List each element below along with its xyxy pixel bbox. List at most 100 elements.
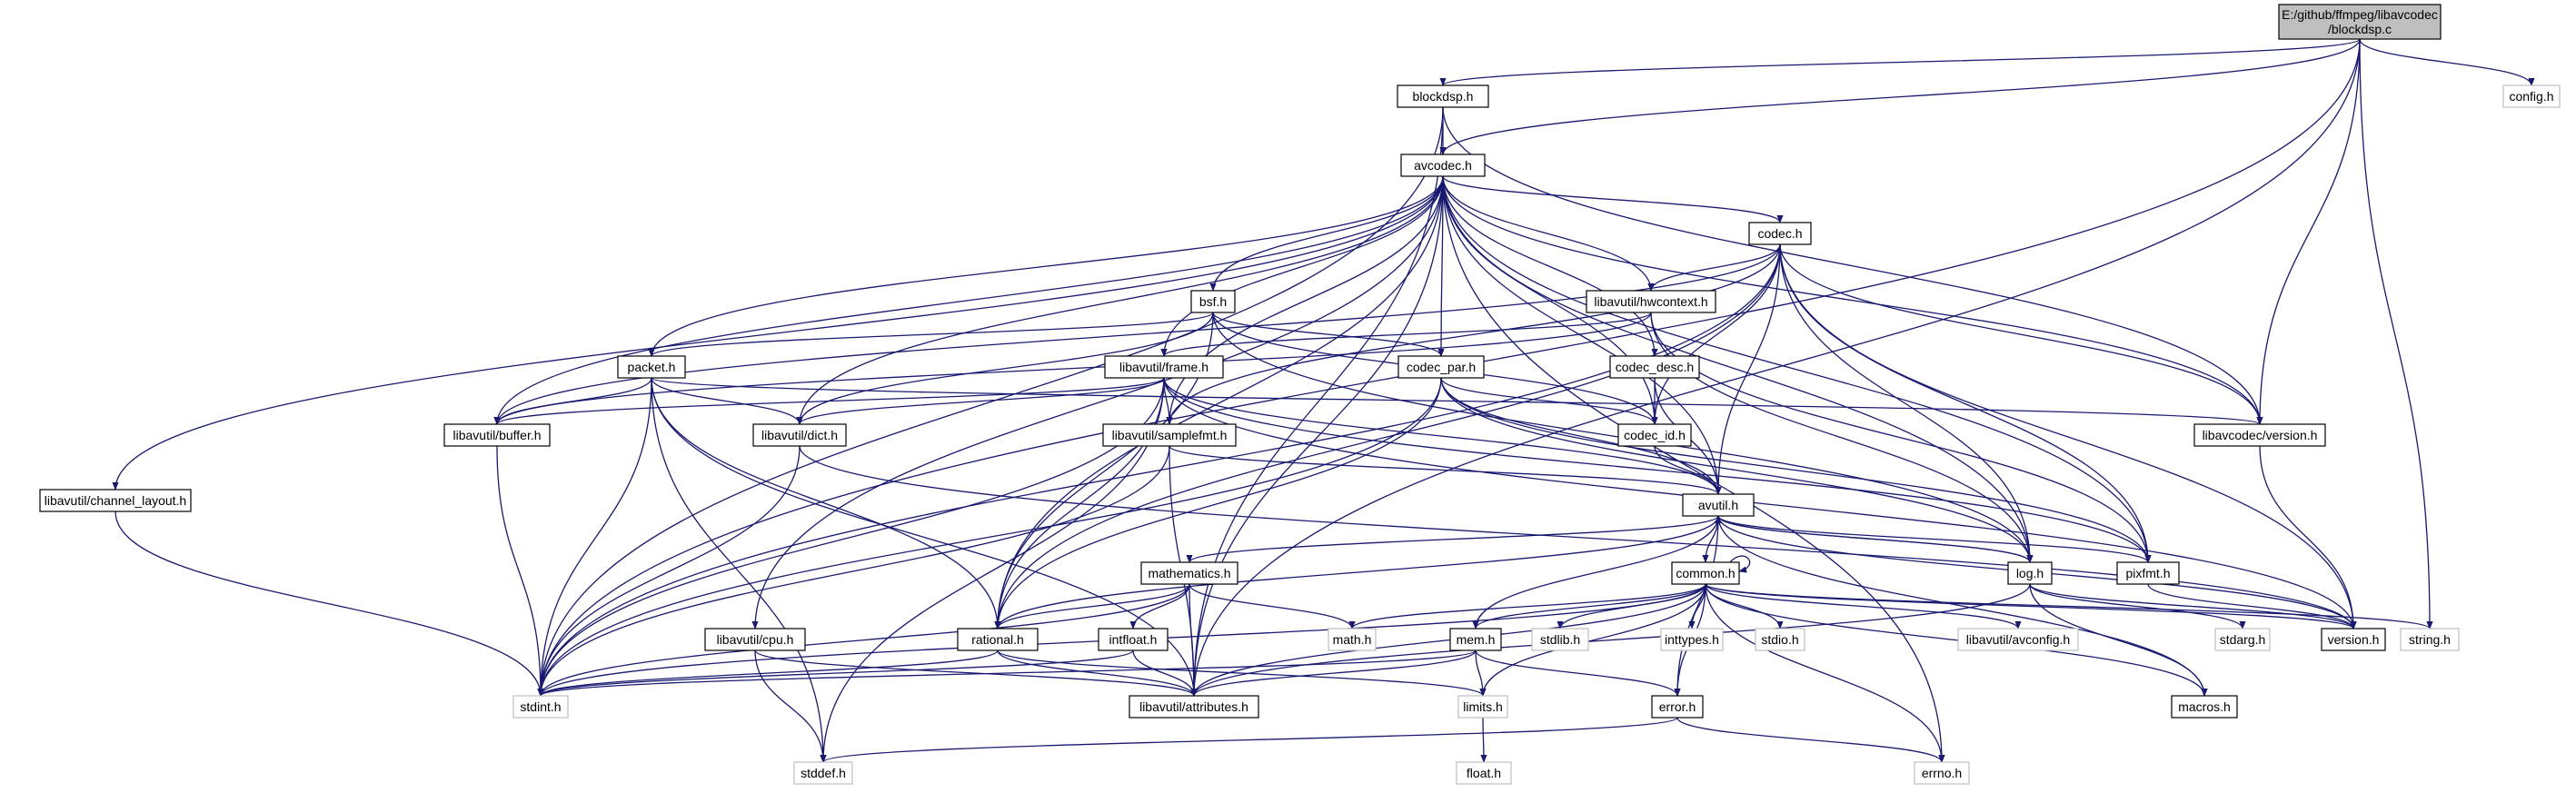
node-math-label: math.h bbox=[1333, 632, 1372, 647]
node-attributes[interactable]: libavutil/attributes.h bbox=[1129, 695, 1259, 719]
edge-intfloat-to-attributes bbox=[1132, 649, 1198, 697]
edge-pixfmt-to-version bbox=[2147, 583, 2357, 629]
edge-avcodec-to-avutil bbox=[1442, 175, 1722, 495]
edge-mem-to-attributes bbox=[1190, 649, 1477, 697]
node-avconfig-box bbox=[1957, 628, 2079, 651]
node-samplefmt[interactable]: libavutil/samplefmt.h bbox=[1102, 423, 1237, 447]
edge-log-to-version bbox=[2029, 583, 2357, 629]
node-codec_desc[interactable]: codec_desc.h bbox=[1609, 355, 1700, 379]
node-lcversion[interactable]: libavcodec/version.h bbox=[2193, 423, 2326, 447]
edge-root-to-avcodec bbox=[1439, 38, 2361, 155]
node-pixfmt-label: pixfmt.h bbox=[2125, 566, 2170, 580]
node-codec_id[interactable]: codec_id.h bbox=[1617, 423, 1692, 447]
edge-packet-to-stddef bbox=[651, 377, 827, 763]
node-hwcontext[interactable]: libavutil/hwcontext.h bbox=[1586, 290, 1716, 313]
edge-codec_id-to-avutil bbox=[1654, 445, 1722, 495]
node-stdlib: stdlib.h bbox=[1531, 628, 1589, 651]
node-frame[interactable]: libavutil/frame.h bbox=[1104, 355, 1224, 379]
edge-packet-to-lcversion bbox=[651, 377, 2263, 425]
node-intfloat[interactable]: intfloat.h bbox=[1098, 628, 1169, 651]
edge-common-to-limits bbox=[1479, 583, 1706, 697]
node-rational-label: rational.h bbox=[971, 632, 1024, 647]
node-dict[interactable]: libavutil/dict.h bbox=[752, 423, 847, 447]
node-macros[interactable]: macros.h bbox=[2171, 695, 2238, 719]
node-blockdsp[interactable]: blockdsp.h bbox=[1397, 84, 1489, 108]
edge-avcodec-to-frame bbox=[1160, 175, 1444, 357]
node-avconfig: libavutil/avconfig.h bbox=[1957, 628, 2079, 651]
node-stdio: stdio.h bbox=[1755, 628, 1805, 651]
node-buffer-box bbox=[443, 423, 551, 447]
node-inttypes: inttypes.h bbox=[1660, 628, 1724, 651]
edge-blockdsp-to-stdint bbox=[537, 106, 1444, 697]
node-avutil[interactable]: avutil.h bbox=[1682, 493, 1755, 517]
edge-packet-to-dict bbox=[651, 377, 803, 425]
edge-mathematics-to-stdint bbox=[537, 583, 1190, 697]
node-channel_layout-label: libavutil/channel_layout.h bbox=[45, 493, 186, 508]
node-root-box bbox=[2278, 4, 2442, 40]
node-mathematics-box bbox=[1140, 561, 1238, 585]
node-stdlib-label: stdlib.h bbox=[1540, 632, 1580, 647]
node-cpu-label: libavutil/cpu.h bbox=[717, 632, 794, 647]
node-bsf[interactable]: bsf.h bbox=[1190, 290, 1236, 313]
node-common[interactable]: common.h bbox=[1671, 561, 1740, 585]
edge-avcodec-to-dict bbox=[796, 175, 1444, 425]
node-mathematics-label: mathematics.h bbox=[1148, 566, 1230, 580]
node-codec_id-label: codec_id.h bbox=[1624, 428, 1686, 442]
edge-samplefmt-to-stdint bbox=[537, 445, 1170, 697]
node-attributes-box bbox=[1129, 695, 1259, 719]
node-cpu[interactable]: libavutil/cpu.h bbox=[704, 628, 806, 651]
node-log-label: log.h bbox=[2016, 566, 2044, 580]
node-lcversion-box bbox=[2193, 423, 2326, 447]
node-stdarg: stdarg.h bbox=[2214, 628, 2271, 651]
node-error[interactable]: error.h bbox=[1651, 695, 1704, 719]
edge-common-to-macros bbox=[1705, 583, 2208, 697]
edge-avcodec-to-log bbox=[1442, 175, 2034, 563]
edge-codec_par-to-stdint bbox=[537, 377, 1442, 697]
node-stdint-box bbox=[512, 695, 569, 719]
edge-error-to-errno bbox=[1676, 717, 1945, 763]
node-buffer-label: libavutil/buffer.h bbox=[453, 428, 541, 442]
node-avutil-box bbox=[1682, 493, 1755, 517]
edge-buffer-to-stdint bbox=[496, 445, 544, 697]
node-errno-box bbox=[1914, 761, 1970, 785]
edge-root-to-attributes bbox=[1190, 38, 2361, 697]
node-mem[interactable]: mem.h bbox=[1449, 628, 1502, 651]
node-channel_layout[interactable]: libavutil/channel_layout.h bbox=[39, 489, 192, 512]
node-errno: errno.h bbox=[1914, 761, 1970, 785]
node-pixfmt[interactable]: pixfmt.h bbox=[2116, 561, 2180, 585]
node-config: config.h bbox=[2502, 84, 2561, 108]
node-log[interactable]: log.h bbox=[2007, 561, 2053, 585]
edge-blockdsp-to-lcversion bbox=[1442, 106, 2263, 425]
edge-root-to-blockdsp bbox=[1439, 38, 2361, 86]
edge-codec-to-lcversion bbox=[1779, 243, 2263, 425]
edge-log-to-stdarg bbox=[2029, 583, 2246, 629]
edge-codec_par-to-log bbox=[1440, 377, 2034, 563]
node-version-box bbox=[2321, 628, 2386, 651]
node-mathematics[interactable]: mathematics.h bbox=[1140, 561, 1238, 585]
node-stddef-label: stddef.h bbox=[801, 766, 846, 780]
node-buffer[interactable]: libavutil/buffer.h bbox=[443, 423, 551, 447]
edge-bsf-to-packet bbox=[648, 312, 1214, 357]
node-packet[interactable]: packet.h bbox=[617, 355, 686, 379]
edge-mathematics-to-math bbox=[1189, 583, 1356, 629]
node-avcodec[interactable]: avcodec.h bbox=[1400, 154, 1486, 177]
node-frame-box bbox=[1104, 355, 1224, 379]
node-version[interactable]: version.h bbox=[2321, 628, 2386, 651]
edge-codec-to-log bbox=[1779, 243, 2034, 563]
node-codec[interactable]: codec.h bbox=[1748, 222, 1812, 245]
node-pixfmt-box bbox=[2116, 561, 2180, 585]
node-codec_par[interactable]: codec_par.h bbox=[1397, 355, 1485, 379]
node-codec-label: codec.h bbox=[1757, 226, 1802, 241]
node-root[interactable]: E:/github/ffmpeg/libavcodec/blockdsp.c bbox=[2278, 4, 2442, 40]
edge-avcodec-to-pixfmt bbox=[1442, 175, 2152, 563]
node-lcversion-label: libavcodec/version.h bbox=[2203, 428, 2318, 442]
node-stddef-box bbox=[793, 761, 853, 785]
edge-cpu-to-stddef bbox=[754, 649, 827, 763]
node-version-label: version.h bbox=[2328, 632, 2380, 647]
node-rational[interactable]: rational.h bbox=[957, 628, 1039, 651]
node-codec_desc-label: codec_desc.h bbox=[1616, 360, 1694, 374]
edge-avutil-to-error bbox=[1674, 515, 1719, 697]
edge-rational-to-attributes bbox=[997, 649, 1198, 697]
node-macros-box bbox=[2171, 695, 2238, 719]
